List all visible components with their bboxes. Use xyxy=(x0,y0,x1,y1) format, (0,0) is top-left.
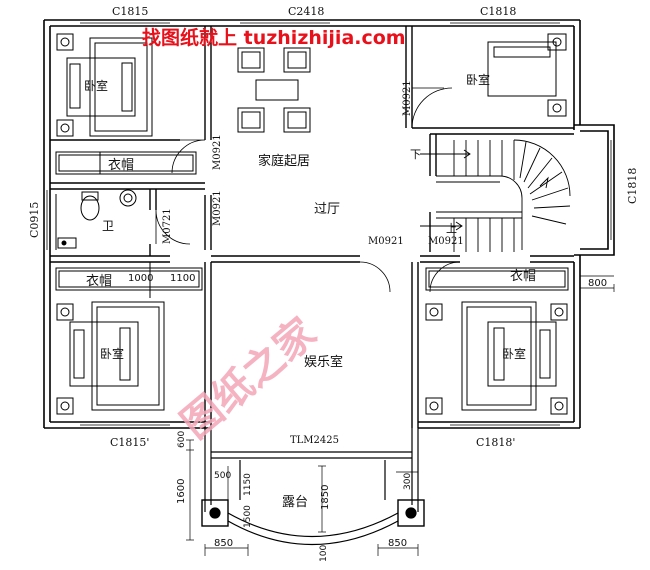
dim-800: 800 xyxy=(588,278,607,289)
bedroom-top-right xyxy=(487,33,567,117)
window-label-left: C0915 xyxy=(28,202,41,238)
door-swing-bathroom xyxy=(155,209,191,245)
dim-1850: 1850 xyxy=(320,485,331,510)
dim-1150: 1150 xyxy=(243,473,253,496)
door-label-6: M0921 xyxy=(428,236,464,247)
dim-1500: 1500 xyxy=(243,505,253,528)
window-label-bottom-right: C1818' xyxy=(476,436,515,449)
window-marks xyxy=(46,22,612,426)
terrace xyxy=(201,428,425,546)
room-label-closet-1: 衣帽 xyxy=(108,157,134,173)
window-label-top-mid: C2418 xyxy=(288,5,324,18)
dim-1100: 1100 xyxy=(170,273,195,284)
window-label-top-right: C1818 xyxy=(480,5,516,18)
door-label-2: M0921 xyxy=(212,190,223,226)
dimension-lines xyxy=(186,275,615,556)
room-label-closet-3: 衣帽 xyxy=(510,268,536,284)
bedroom-bottom-left xyxy=(55,262,203,415)
door-swing-hall-left xyxy=(359,261,391,293)
door-label-1: M0921 xyxy=(212,134,223,170)
door-label-3: M0921 xyxy=(402,80,413,116)
dim-1000: 1000 xyxy=(128,273,153,284)
staircase xyxy=(420,139,571,252)
watermark-top: 找图纸就上 tuzhizhijia.com xyxy=(142,26,406,49)
dining-set xyxy=(237,47,311,133)
door-swing-bedroom-tr xyxy=(411,87,453,129)
window-label-bottom-left: C1815' xyxy=(110,436,149,449)
room-label-hall: 过厅 xyxy=(314,202,340,217)
room-label-bedroom-bl: 卧室 xyxy=(100,346,124,361)
dim-850-left: 850 xyxy=(214,538,233,549)
watermark-diagonal: 图纸之家 xyxy=(173,310,325,448)
bedroom-bottom-right xyxy=(425,267,569,415)
room-label-closet-2: 衣帽 xyxy=(86,273,112,289)
door-label-5: M0921 xyxy=(368,236,404,247)
room-label-family-room: 家庭起居 xyxy=(258,153,310,169)
dim-100: 100 xyxy=(319,545,329,562)
dim-500: 500 xyxy=(214,471,231,481)
stair-label-down: 下 xyxy=(410,148,421,161)
door-swing-family-1 xyxy=(171,139,206,174)
dim-600: 600 xyxy=(177,431,187,448)
bathroom-fixtures xyxy=(55,189,137,250)
window-label-top-left: C1815 xyxy=(112,5,148,18)
room-label-entertainment: 娱乐室 xyxy=(304,354,343,370)
stair-label-up: 上 xyxy=(446,222,457,235)
bedroom-top-left xyxy=(55,33,197,175)
room-label-bedroom-br: 卧室 xyxy=(502,346,526,361)
dim-300: 300 xyxy=(403,473,413,490)
room-label-bedroom-tl: 卧室 xyxy=(84,78,108,93)
door-label-terrace: TLM2425 xyxy=(290,435,339,446)
door-label-4: M0721 xyxy=(162,208,173,244)
room-label-bathroom: 卫 xyxy=(102,219,114,233)
outer-walls xyxy=(43,19,615,429)
room-label-bedroom-tr: 卧室 xyxy=(466,72,490,87)
room-label-terrace: 露台 xyxy=(282,495,308,510)
dim-1600: 1600 xyxy=(176,479,187,504)
dim-850-right: 850 xyxy=(388,538,407,549)
window-label-right: C1818 xyxy=(626,168,639,204)
